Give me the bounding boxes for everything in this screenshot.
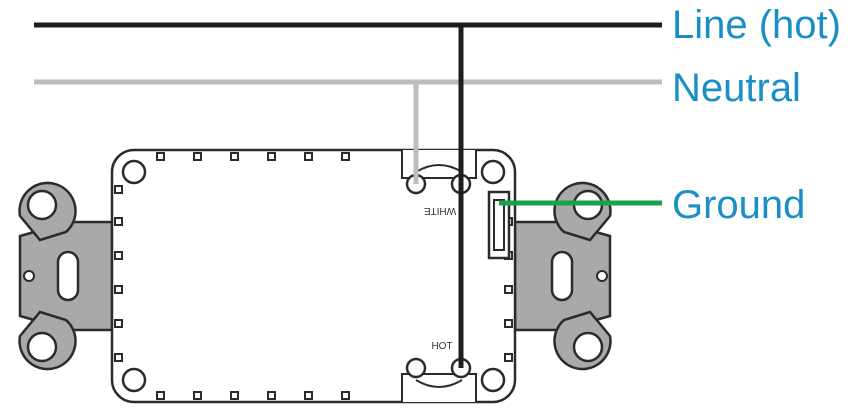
ground-terminal	[487, 190, 511, 260]
right-small-hole	[596, 270, 608, 282]
receptacle-body	[110, 148, 517, 404]
corner-bottom-left	[121, 367, 147, 393]
corner-bottom-right	[480, 367, 506, 393]
left-small-hole	[23, 270, 35, 282]
left-bottom-screw-hole	[26, 331, 58, 363]
corner-top-right	[480, 159, 506, 185]
terminal-area-bottom	[401, 357, 477, 402]
body-edge-tabs	[114, 152, 513, 400]
ground-label: Ground	[672, 183, 805, 227]
white-terminal-label: WHITE	[424, 205, 457, 216]
left-top-screw-hole	[26, 189, 58, 221]
bottom-silver-terminal-screw	[405, 357, 427, 379]
right-bottom-screw-hole	[572, 331, 604, 363]
hot-terminal-label: HOT	[431, 341, 452, 352]
corner-top-left	[121, 159, 147, 185]
right-mounting-strap	[513, 181, 612, 371]
left-slot	[56, 250, 80, 302]
right-slot	[550, 250, 574, 302]
neutral-label: Neutral	[672, 66, 801, 110]
line-hot-label: Line (hot)	[672, 3, 841, 47]
left-mounting-strap	[18, 181, 114, 371]
